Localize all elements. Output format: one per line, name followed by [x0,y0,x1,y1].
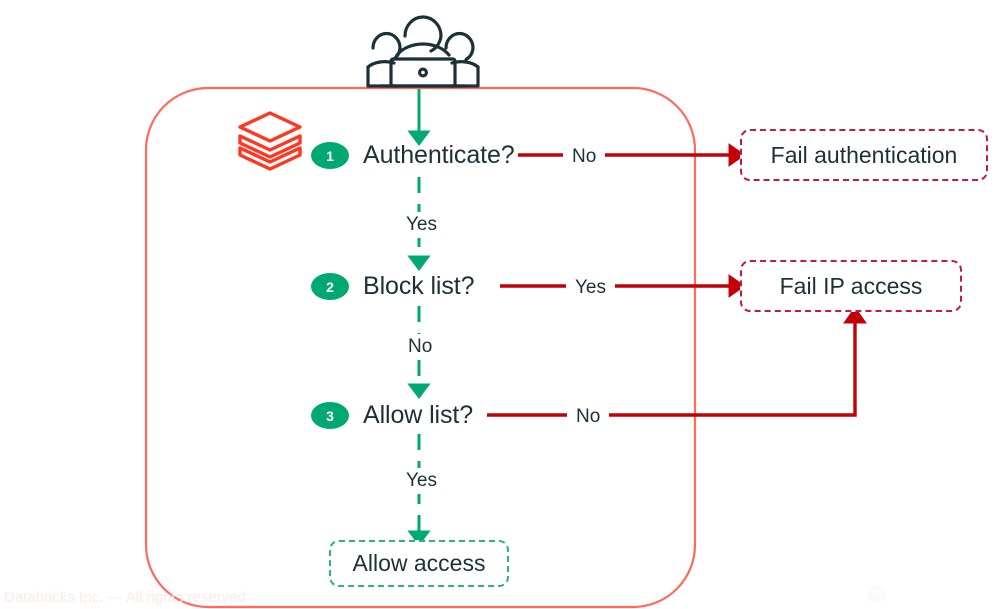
edge-label-authenticate-yes: Yes [397,212,446,238]
users-with-laptop-icon [366,15,480,88]
edge-label-blocklist-yes: Yes [566,275,615,301]
decision-block-list[interactable]: 2 Block list? [311,272,475,301]
decision-authenticate[interactable]: 1 Authenticate? [311,141,515,170]
terminal-fail-ip-access[interactable]: Fail IP access [740,260,962,312]
decision-label-authenticate: Authenticate? [363,141,515,169]
edge-label-allowlist-yes: Yes [397,468,446,494]
step-badge-2: 2 [311,273,349,300]
terminal-label-allow-access: Allow access [352,550,486,576]
footer-copyright: Databricks Inc. — All rights reserved [4,589,246,606]
terminal-allow-access[interactable]: Allow access [329,540,509,587]
step-badge-3: 3 [311,402,349,429]
edge-allowlist-no [487,306,867,417]
decision-label-allow-list: Allow list? [363,401,474,429]
decision-allow-list[interactable]: 3 Allow list? [311,401,473,430]
databricks-layers-icon-watermark [868,585,886,603]
decision-label-block-list: Block list? [363,272,475,300]
step-badge-1: 1 [311,142,349,169]
edge-label-authenticate-no: No [563,144,606,170]
terminal-label-fail-authentication: Fail authentication [770,141,958,168]
terminal-label-fail-ip-access: Fail IP access [779,272,923,299]
edge-label-blocklist-no: No [399,334,442,360]
terminal-fail-authentication[interactable]: Fail authentication [740,129,988,181]
databricks-layers-icon [238,111,302,171]
workspace-container-outline [144,86,697,609]
edge-label-allowlist-no: No [567,404,610,430]
